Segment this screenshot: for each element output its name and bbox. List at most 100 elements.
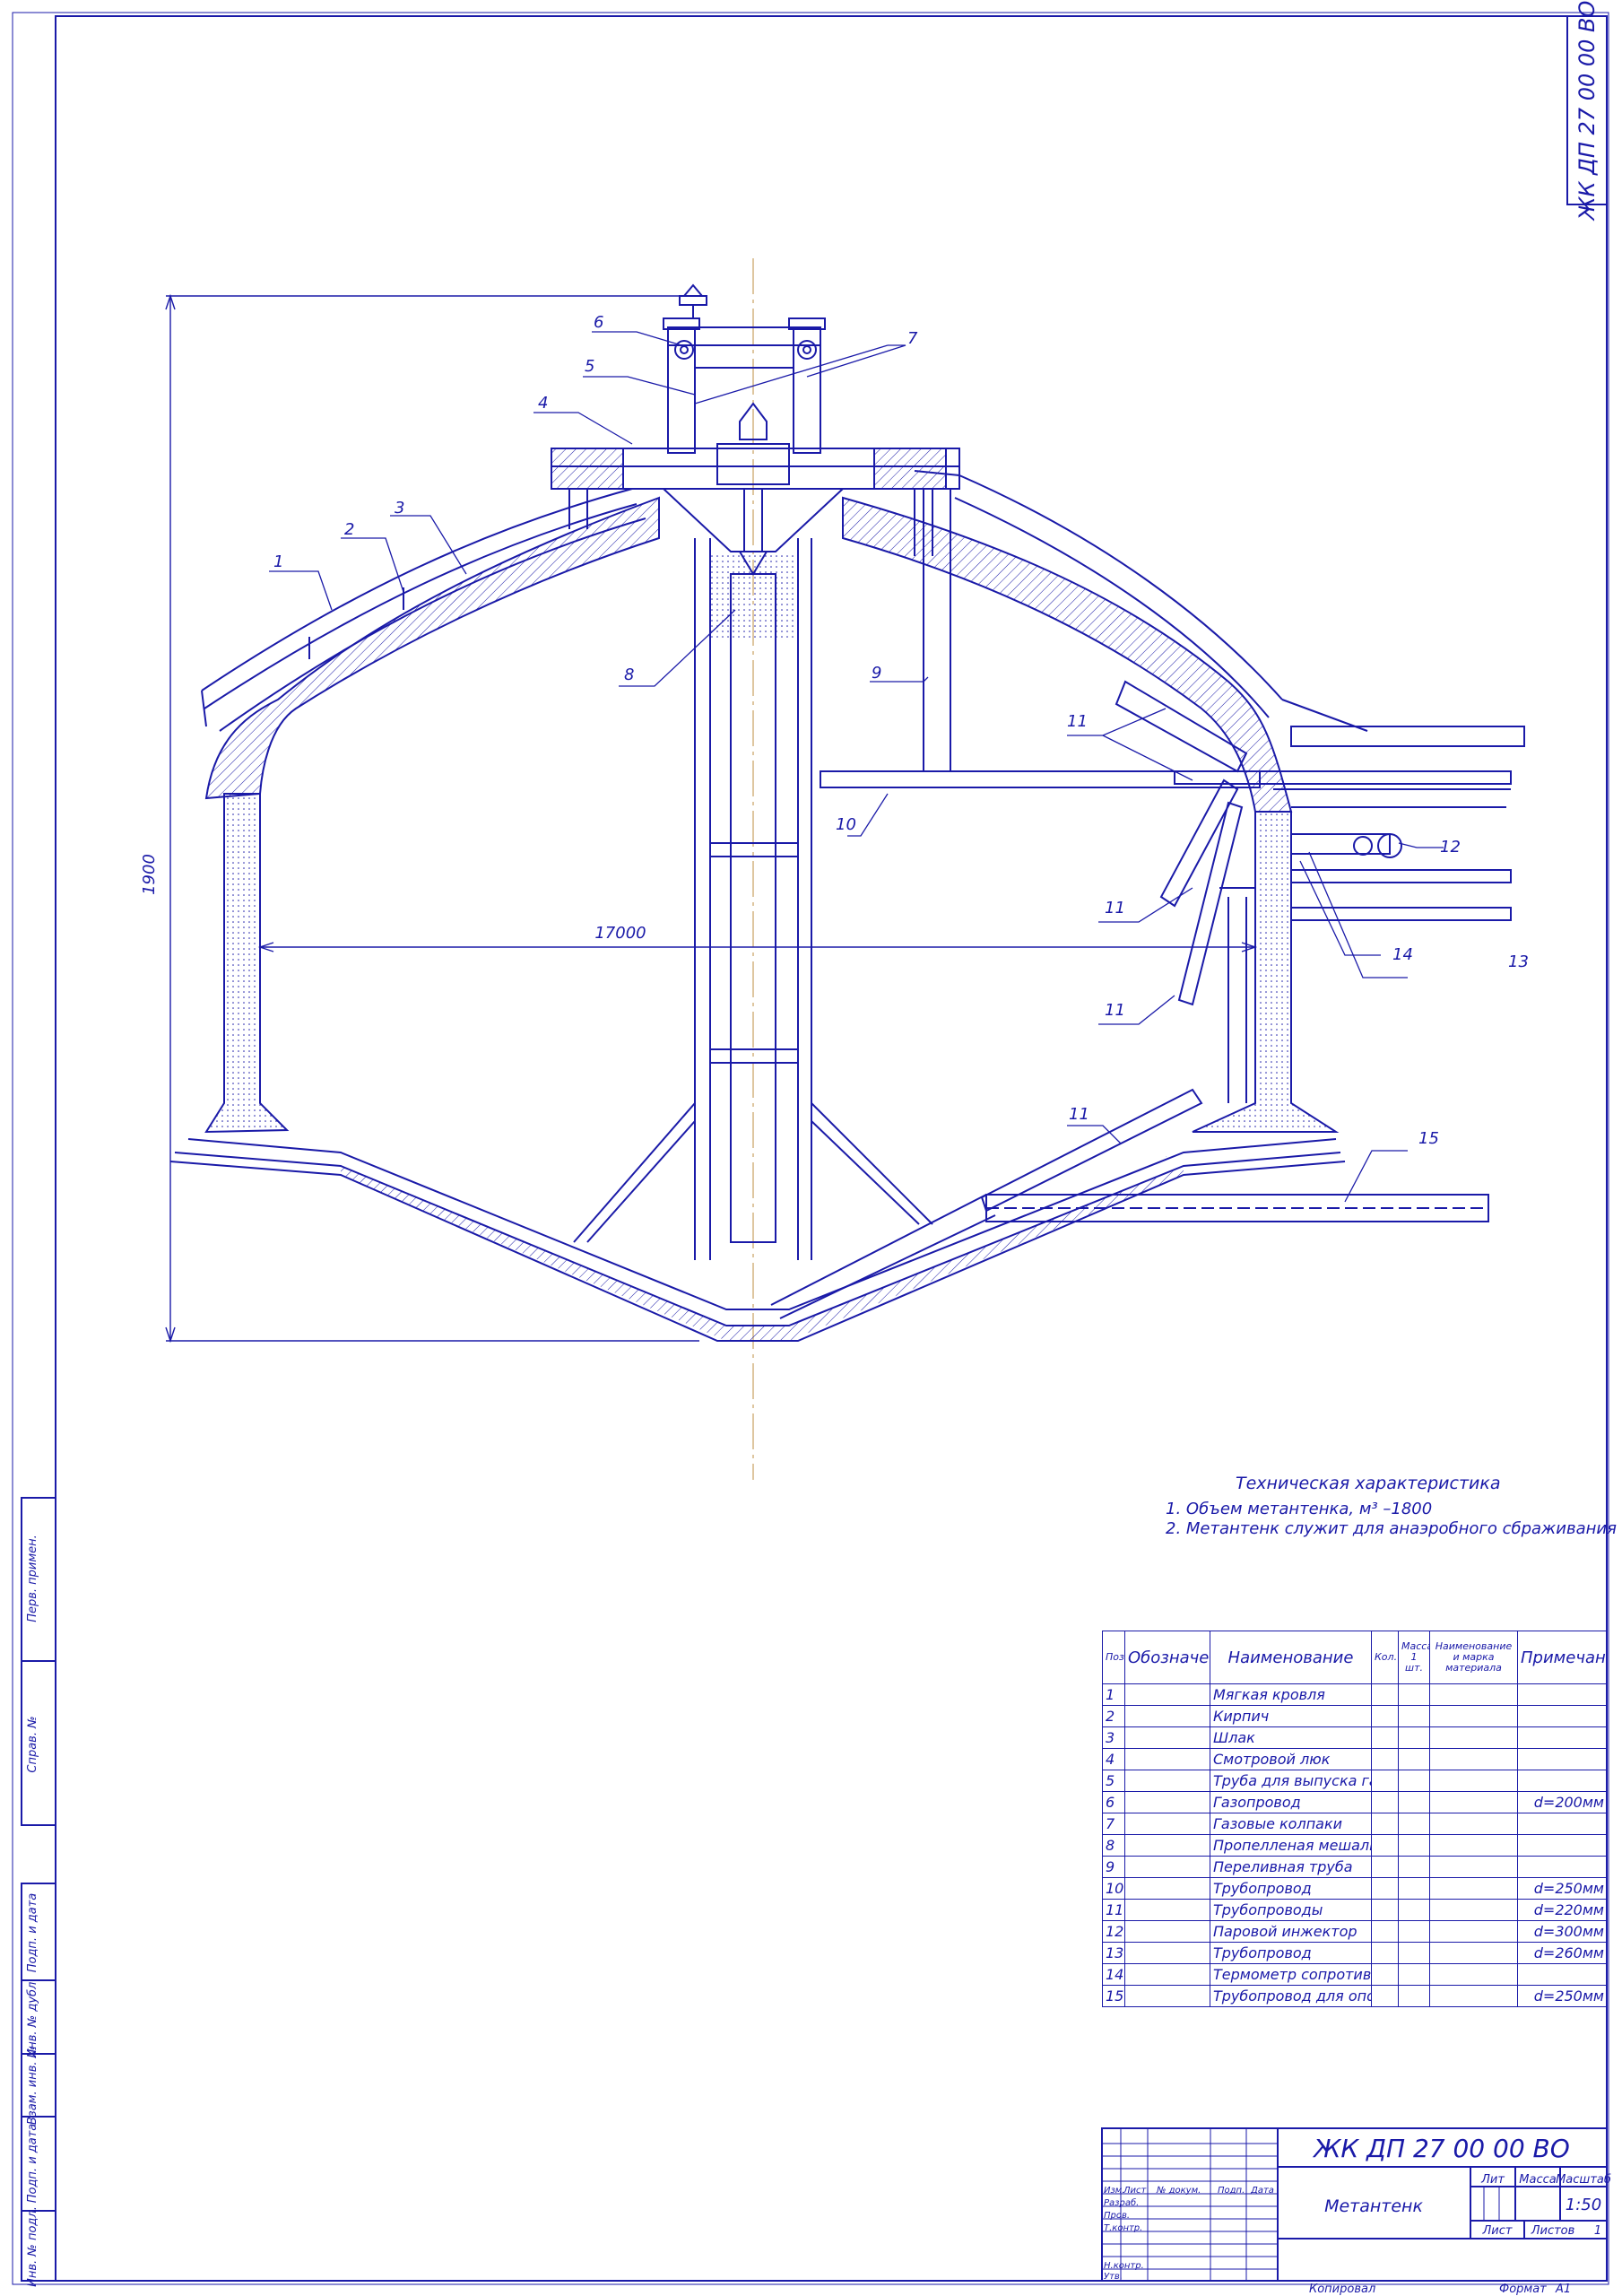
- spec-name: Трубопровод: [1210, 1877, 1372, 1900]
- tech-line-1: 1. Объем метантенка, м³ –1800: [1166, 1500, 1432, 1518]
- spec-material: [1429, 1963, 1518, 1986]
- spec-pos: 4: [1102, 1748, 1125, 1770]
- spec-name: Переливная труба: [1210, 1856, 1372, 1878]
- spec-mass: [1398, 1856, 1430, 1878]
- stamp-vzam-inv: Взам. инв. №: [26, 2046, 39, 2125]
- spec-note: d=250мм: [1517, 1985, 1608, 2007]
- spec-name: Паровой инжектор: [1210, 1920, 1372, 1943]
- spec-note: [1517, 1963, 1608, 1986]
- spec-note: [1517, 1834, 1608, 1857]
- spec-designation: [1124, 1726, 1210, 1749]
- roof-layer-2: [204, 503, 638, 709]
- callout-11-b: 11: [1105, 899, 1125, 918]
- stamp-podp-data-2: Подп. и дата: [26, 2124, 39, 2204]
- spec-designation: [1124, 1985, 1210, 2007]
- gas-valve-left: [674, 340, 694, 360]
- spec-designation: [1124, 1899, 1210, 1921]
- spec-qty: [1371, 1877, 1399, 1900]
- spec-pos: 5: [1102, 1770, 1125, 1792]
- spec-pos: 8: [1102, 1834, 1125, 1857]
- format-label: Формат: [1499, 2283, 1547, 2296]
- spec-note: [1517, 1770, 1608, 1792]
- title-block-approved: Утв.: [1104, 2272, 1123, 2282]
- stamp-perv-primen: Перв. примен.: [26, 1535, 39, 1622]
- spec-pos: 1: [1102, 1683, 1125, 1706]
- spec-qty: [1371, 1813, 1399, 1835]
- title-block-t-control: Т.контр.: [1104, 2223, 1142, 2233]
- pipe-11-low: [1177, 801, 1244, 1006]
- spec-material: [1429, 1705, 1518, 1727]
- spec-note: [1517, 1705, 1608, 1727]
- strut-right: [811, 1102, 933, 1225]
- spec-material: [1429, 1726, 1518, 1749]
- spec-designation: [1124, 1683, 1210, 1706]
- callout-12: 12: [1440, 838, 1461, 857]
- spec-pos: 3: [1102, 1726, 1125, 1749]
- title-block-date: Дата: [1250, 2186, 1274, 2196]
- bottom-cone-outer: [169, 1161, 1346, 1342]
- spec-qty: [1371, 1705, 1399, 1727]
- gas-valve-right: [797, 340, 817, 360]
- spec-mass: [1398, 1705, 1430, 1727]
- spec-pos: 13: [1102, 1942, 1125, 1964]
- spec-pos: 10: [1102, 1877, 1125, 1900]
- spec-note: d=300мм: [1517, 1920, 1608, 1943]
- spec-material: [1429, 1877, 1518, 1900]
- spec-qty: [1371, 1683, 1399, 1706]
- spec-mass: [1398, 1683, 1430, 1706]
- pipe-10: [820, 770, 1261, 788]
- spec-designation: [1124, 1748, 1210, 1770]
- spec-qty: [1371, 1834, 1399, 1857]
- spec-qty: [1371, 1856, 1399, 1878]
- callout-11-d: 11: [1069, 1105, 1089, 1124]
- spec-qty: [1371, 1985, 1399, 2007]
- center-cap: [739, 402, 768, 440]
- pipe-13-upper: [1290, 869, 1512, 883]
- spec-name: Кирпич: [1210, 1705, 1372, 1727]
- bottom-cone-hatch: [341, 1166, 1184, 1341]
- stamp-sprav-no: Справ. №: [26, 1716, 39, 1772]
- title-block-sign: Подп.: [1218, 2186, 1245, 2196]
- spec-qty: [1371, 1791, 1399, 1813]
- spec-header-note: Примечание: [1517, 1631, 1608, 1684]
- callout-1: 1: [273, 552, 283, 571]
- dimension-height: [165, 293, 699, 1344]
- stamp-podp-data-1: Подп. и дата: [26, 1893, 39, 1973]
- spec-qty: [1371, 1963, 1399, 1986]
- roof-layer-1: [201, 488, 633, 691]
- spec-mass: [1398, 1813, 1430, 1835]
- callout-10: 10: [836, 815, 856, 834]
- dimension-width: [257, 942, 1258, 952]
- spec-material: [1429, 1942, 1518, 1964]
- spec-designation: [1124, 1705, 1210, 1727]
- spec-material: [1429, 1834, 1518, 1857]
- title-block-sheets-value: 1: [1594, 2224, 1601, 2238]
- title-block-list: Лист: [1123, 2186, 1148, 2196]
- callout-9: 9: [872, 664, 881, 683]
- title-block-sheet-label: Лист: [1482, 2224, 1513, 2238]
- steam-injector-pipe: [1290, 833, 1391, 855]
- spec-note: d=200мм: [1517, 1791, 1608, 1813]
- callout-6: 6: [594, 313, 603, 332]
- spec-material: [1429, 1856, 1518, 1878]
- spec-material: [1429, 1748, 1518, 1770]
- spec-header-qty: Кол.: [1371, 1631, 1399, 1684]
- callout-11-e: 11: [1166, 1156, 1167, 1158]
- spec-name: Газопровод: [1210, 1791, 1372, 1813]
- spec-note: [1517, 1856, 1608, 1878]
- right-roof-layer-2: [954, 497, 1270, 718]
- spec-pos: 9: [1102, 1856, 1125, 1878]
- tech-title: Техническая характеристика: [1236, 1474, 1500, 1493]
- title-block-izm: Изм.: [1104, 2186, 1125, 2196]
- spec-mass: [1398, 1748, 1430, 1770]
- spec-name: Трубопроводы: [1210, 1899, 1372, 1921]
- right-top-pipe: [1290, 726, 1525, 747]
- spec-designation: [1124, 1856, 1210, 1878]
- title-block-grid: [1101, 2127, 1608, 2282]
- left-wall: [204, 793, 290, 1134]
